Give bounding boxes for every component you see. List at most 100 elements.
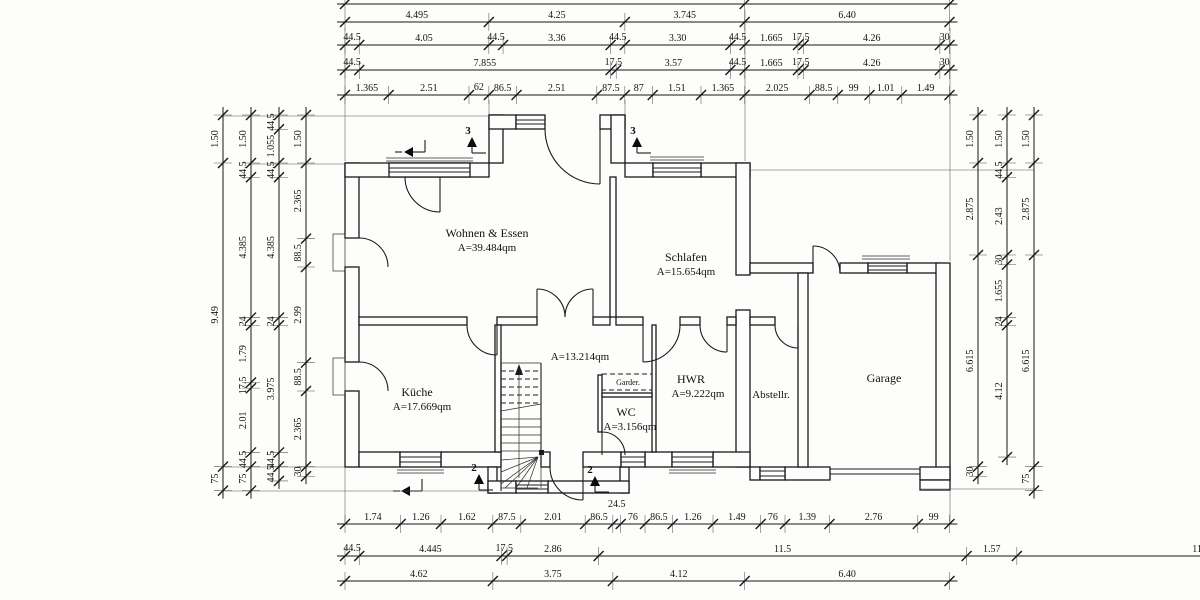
dimension-value: 1.365 bbox=[712, 83, 735, 94]
dimension-value: 75 bbox=[238, 474, 249, 484]
dimension-value: 6.40 bbox=[838, 569, 856, 580]
dimension-value: 44.5 bbox=[994, 161, 1005, 179]
dimension-value: 11.5 bbox=[1192, 544, 1200, 555]
door-arc bbox=[358, 361, 389, 392]
dimension-value: 1.50 bbox=[1021, 130, 1032, 148]
door-arc bbox=[358, 237, 389, 268]
doors bbox=[358, 128, 841, 501]
dimension-value: 87.5 bbox=[602, 83, 620, 94]
window bbox=[515, 114, 546, 130]
dimension-value: 24 bbox=[238, 316, 249, 326]
door-arc bbox=[812, 245, 841, 274]
room-labels: Wohnen & Essen A=39.484qm Schlafen A=15.… bbox=[393, 226, 902, 433]
dimension-value: 2.86 bbox=[544, 544, 562, 555]
door-arc bbox=[699, 324, 728, 353]
dimension-value: 2.43 bbox=[994, 207, 1005, 225]
dimension-value: 86.5 bbox=[494, 83, 512, 94]
dimension-value: 9.49 bbox=[210, 306, 221, 324]
dimension-value: 44.5 bbox=[609, 32, 627, 43]
dimension-value: 86.5 bbox=[590, 512, 608, 523]
dimension-value: 4.05 bbox=[415, 33, 433, 44]
dimension-value: 2.025 bbox=[766, 83, 789, 94]
dimension-value: 2.51 bbox=[420, 83, 438, 94]
room-area-hwr: A=9.222qm bbox=[672, 388, 725, 400]
section-marker: 2 bbox=[471, 462, 493, 491]
dimension-value: 2.76 bbox=[865, 512, 883, 523]
section-label: 2 bbox=[471, 462, 477, 474]
window bbox=[867, 262, 908, 274]
dimension-value: 1.01 bbox=[877, 83, 895, 94]
dimension-value: 86.5 bbox=[650, 512, 668, 523]
room-label-wohnen: Wohnen & Essen bbox=[445, 226, 528, 240]
door-arc bbox=[544, 128, 601, 185]
room-label-hwr: HWR bbox=[677, 372, 705, 386]
dimension-value: 1.26 bbox=[412, 512, 430, 523]
dimension-value: 3.745 bbox=[674, 10, 697, 21]
dimension-value: 1.50 bbox=[994, 130, 1005, 148]
dimension-value: 17.5 bbox=[238, 377, 249, 395]
dimension-value: 17.5 bbox=[792, 57, 810, 68]
dimension-value: 62 bbox=[474, 82, 484, 93]
door-arc bbox=[642, 324, 681, 363]
door-arc bbox=[404, 176, 441, 213]
dimension-value: 44.5 bbox=[266, 465, 277, 483]
dimension-value: 2.01 bbox=[544, 512, 562, 523]
room-label-abstell: Abstellr. bbox=[752, 389, 790, 401]
dimension-value: 1.50 bbox=[965, 130, 976, 148]
dimension-value: 44.5 bbox=[343, 57, 361, 68]
dimension-value: 1.62 bbox=[458, 512, 476, 523]
dimension-value: 3.36 bbox=[548, 33, 566, 44]
section-marker: 3 bbox=[465, 125, 486, 154]
dimension-value: 1.39 bbox=[798, 512, 816, 523]
dimension-value: 3.30 bbox=[669, 33, 687, 44]
dimension-value: 1.26 bbox=[684, 512, 702, 523]
dimension-value: 2.875 bbox=[1021, 198, 1032, 221]
dimension-value: 4.12 bbox=[670, 569, 688, 580]
window bbox=[652, 162, 702, 178]
dimension-value: 1.50 bbox=[293, 130, 304, 148]
section-marker: 2 bbox=[587, 464, 609, 493]
section-marker: 3 bbox=[630, 125, 651, 154]
dimension-value: 17.5 bbox=[792, 32, 810, 43]
window bbox=[399, 451, 442, 468]
dimension-value: 17.5 bbox=[605, 57, 623, 68]
dimension-value: 44.5 bbox=[238, 451, 249, 469]
room-area-wohnen: A=39.484qm bbox=[458, 242, 517, 254]
dimension-value: 1.50 bbox=[210, 130, 221, 148]
stair-direction-arrow-icon bbox=[515, 364, 544, 478]
dimension-value: 4.385 bbox=[238, 236, 249, 259]
room-label-garage: Garage bbox=[867, 371, 902, 385]
dimension-value: 87.5 bbox=[498, 512, 516, 523]
section-label: 2 bbox=[587, 464, 593, 476]
dimension-value: 1.57 bbox=[983, 544, 1001, 555]
dimension-value: 88.5 bbox=[293, 368, 304, 386]
dimension-value: 24 bbox=[994, 316, 1005, 326]
dimension-value: 17.5 bbox=[496, 543, 514, 554]
dimension-value: 2.51 bbox=[548, 83, 566, 94]
door-arc bbox=[549, 466, 584, 501]
entrance-arrow-icon bbox=[395, 140, 426, 157]
dimension-value: 44.5 bbox=[729, 32, 747, 43]
window bbox=[759, 466, 786, 481]
dimension-value: 30 bbox=[940, 32, 950, 43]
section-markers: 3 3 2 2 bbox=[393, 125, 651, 496]
dimension-chains: 6.404.4954.253.7456.4044.54.0544.53.3644… bbox=[210, 0, 1200, 590]
dimension-value: 99 bbox=[929, 512, 939, 523]
window bbox=[388, 162, 471, 178]
wardrobe-box: Garder. bbox=[601, 373, 653, 391]
dimension-value: 44.5 bbox=[729, 57, 747, 68]
dimension-value: 88.5 bbox=[815, 83, 833, 94]
room-area-wc: A=3.156qm bbox=[604, 421, 657, 433]
section-label: 3 bbox=[465, 125, 471, 137]
dimension-value: 44.5 bbox=[266, 161, 277, 179]
dimension-value: 30 bbox=[293, 466, 304, 476]
dimension-value: 2.365 bbox=[293, 190, 304, 213]
room-label-garderobe: Garder. bbox=[616, 378, 640, 387]
door-arc bbox=[601, 431, 626, 456]
